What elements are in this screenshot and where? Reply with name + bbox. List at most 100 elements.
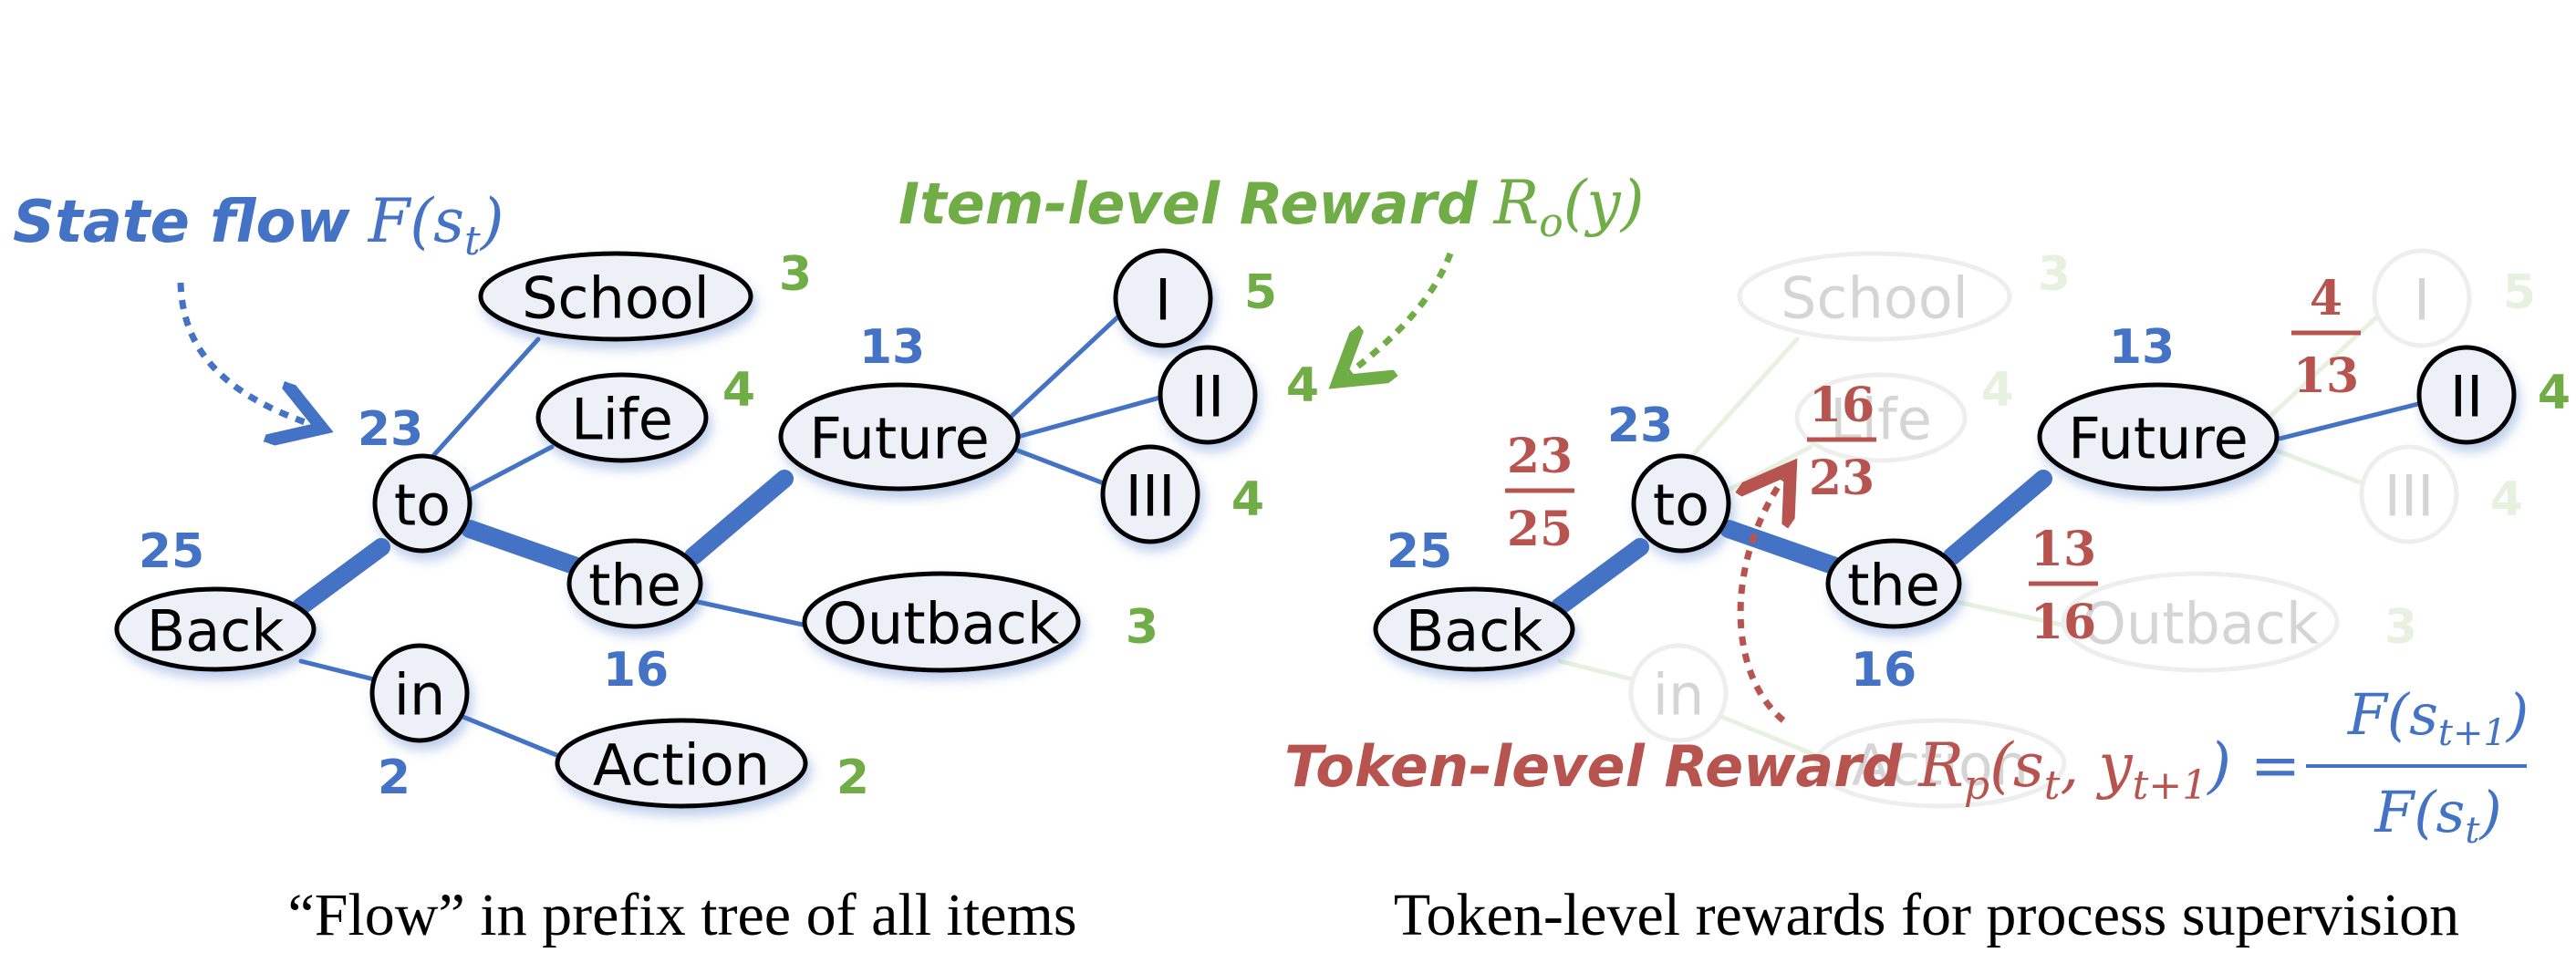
r-flow-future: 13 — [2109, 320, 2175, 375]
faded-edge-in-action — [1717, 713, 1823, 760]
item-reward-sub: o — [1539, 200, 1563, 246]
edge-to-life — [462, 444, 555, 495]
state-flow-title: State flow F(st) — [13, 186, 504, 264]
flow-ratio-den-close: ) — [2477, 779, 2501, 845]
item-reward-math: R — [1492, 168, 1539, 238]
node-future-shape — [778, 382, 1021, 492]
flow-ratio-num: F(st+1) — [2347, 681, 2529, 754]
r-edge-the-future — [1943, 470, 2052, 565]
right-caption: Token-level rewards for process supervis… — [1394, 882, 2459, 948]
node-the-label: the — [588, 553, 681, 619]
node-outback-label: Outback — [823, 591, 1060, 658]
reward-life: 4 — [722, 363, 755, 418]
frac-future-ii-den: 13 — [2293, 348, 2359, 404]
node-i-label: I — [1155, 267, 1171, 334]
faded-reward-life: 4 — [1981, 363, 2014, 418]
frac-back-to-den: 25 — [1507, 502, 1573, 557]
flow-the: 16 — [603, 643, 669, 698]
token-reward-math: R — [1917, 730, 1964, 801]
left-flow-counts: 25 23 16 2 13 — [139, 320, 925, 805]
node-in-shape — [369, 643, 470, 743]
r-flow-back: 25 — [1387, 524, 1452, 579]
faded-edge-the-outback — [1954, 599, 2064, 627]
node-life-label: Life — [571, 387, 673, 453]
edge-the-outback — [695, 599, 805, 627]
flow-ratio-fraction: F(st+1) F(st) — [2306, 681, 2529, 852]
left-panel: Back to in School Life the Action Future… — [13, 168, 1644, 948]
r-node-to-label: to — [1653, 472, 1709, 539]
node-future-label: Future — [809, 406, 989, 472]
node-school-label: School — [522, 265, 710, 332]
faded-reward-iii: 4 — [2490, 472, 2523, 527]
faded-reward-i: 5 — [2503, 265, 2536, 320]
faded-node-life-shape — [1794, 372, 1968, 463]
item-reward-arrow — [1348, 252, 1454, 374]
token-reward-args-d: t+1 — [2133, 762, 2208, 809]
state-flow-math: F(s — [368, 186, 464, 256]
faded-edge-back-in — [1557, 658, 1636, 682]
fraction-back-to: 23 25 — [1505, 429, 1574, 557]
r-flow-the: 16 — [1851, 643, 1916, 698]
right-flow-counts: 25 23 16 13 — [1387, 320, 2175, 698]
token-reward-title: Token-level Reward Rp(st, yt+1) = — [1284, 730, 2301, 809]
faded-node-iii-label: III — [2384, 463, 2435, 530]
flow-back: 25 — [139, 524, 204, 579]
frac-future-ii-num: 4 — [2310, 271, 2342, 326]
faded-edge-to-life — [1721, 444, 1813, 495]
token-reward-args-e: ) = — [2206, 730, 2301, 801]
right-panel: School Life in Action Outback I III 3 4 … — [1284, 247, 2571, 948]
node-back-shape — [114, 586, 317, 672]
flow-ratio-num-sub: t+1 — [2438, 712, 2507, 754]
left-edges — [292, 315, 1166, 760]
item-reward-text: Item-level Reward — [898, 171, 1478, 237]
faded-edge-future-iii — [2264, 444, 2365, 486]
faded-node-i-shape — [2372, 248, 2472, 348]
edge-to-school — [412, 337, 541, 479]
r-node-future-shape — [2037, 382, 2280, 492]
reward-action: 2 — [836, 751, 869, 805]
reward-iii: 4 — [1231, 472, 1264, 527]
right-faded-tree: School Life in Action Outback I III 3 4 … — [1557, 247, 2536, 809]
state-flow-close: ) — [479, 186, 504, 256]
state-flow-text: State flow — [13, 189, 351, 256]
faded-edge-to-school — [1671, 337, 1800, 479]
frac-the-future-den: 16 — [2031, 595, 2096, 650]
edge-the-future — [684, 470, 794, 565]
token-reward-sub: p — [1964, 762, 1989, 809]
left-node-labels: Back to in School Life the Action Future… — [147, 265, 1225, 799]
token-reward-args-a: (s — [1989, 730, 2044, 801]
r-edge-back-to — [1551, 538, 1649, 616]
flow-ratio-num-close: ) — [2505, 681, 2529, 748]
edge-future-ii — [1005, 394, 1166, 442]
fraction-future-ii: 4 13 — [2291, 271, 2361, 404]
token-reward-args-b: t — [2044, 762, 2061, 809]
frac-back-to-num: 23 — [1507, 429, 1573, 484]
r-node-back-shape — [1373, 586, 1575, 672]
node-action-shape — [555, 718, 808, 809]
reward-ii: 4 — [1286, 358, 1319, 413]
r-node-the-label: the — [1847, 553, 1940, 619]
faded-node-outback-label: Outback — [2082, 591, 2319, 658]
faded-node-in-shape — [1628, 643, 1729, 743]
left-nodes — [114, 248, 1258, 809]
r-flow-to: 23 — [1607, 399, 1673, 453]
frac-the-future-num: 13 — [2031, 522, 2096, 577]
flow-in: 2 — [378, 751, 410, 805]
r-node-future-label: Future — [2068, 406, 2248, 472]
state-flow-sub: t — [464, 218, 481, 264]
node-back-label: Back — [147, 598, 285, 665]
right-edges — [1551, 400, 2425, 616]
faded-node-outback-shape — [2061, 571, 2340, 673]
reward-i: 5 — [1244, 265, 1277, 320]
flow-ratio-den-sub: t — [2465, 810, 2480, 852]
edge-future-i — [1005, 315, 1120, 422]
flow-ratio-den-main: F(s — [2373, 779, 2465, 845]
right-node-labels: Back to the Future II — [1406, 364, 2484, 665]
edge-in-action — [458, 713, 564, 760]
node-action-label: Action — [593, 732, 770, 799]
node-i-shape — [1113, 248, 1213, 348]
node-life-shape — [535, 372, 709, 463]
r-reward-ii: 4 — [2538, 366, 2571, 420]
r-node-the-shape — [1825, 538, 1962, 629]
